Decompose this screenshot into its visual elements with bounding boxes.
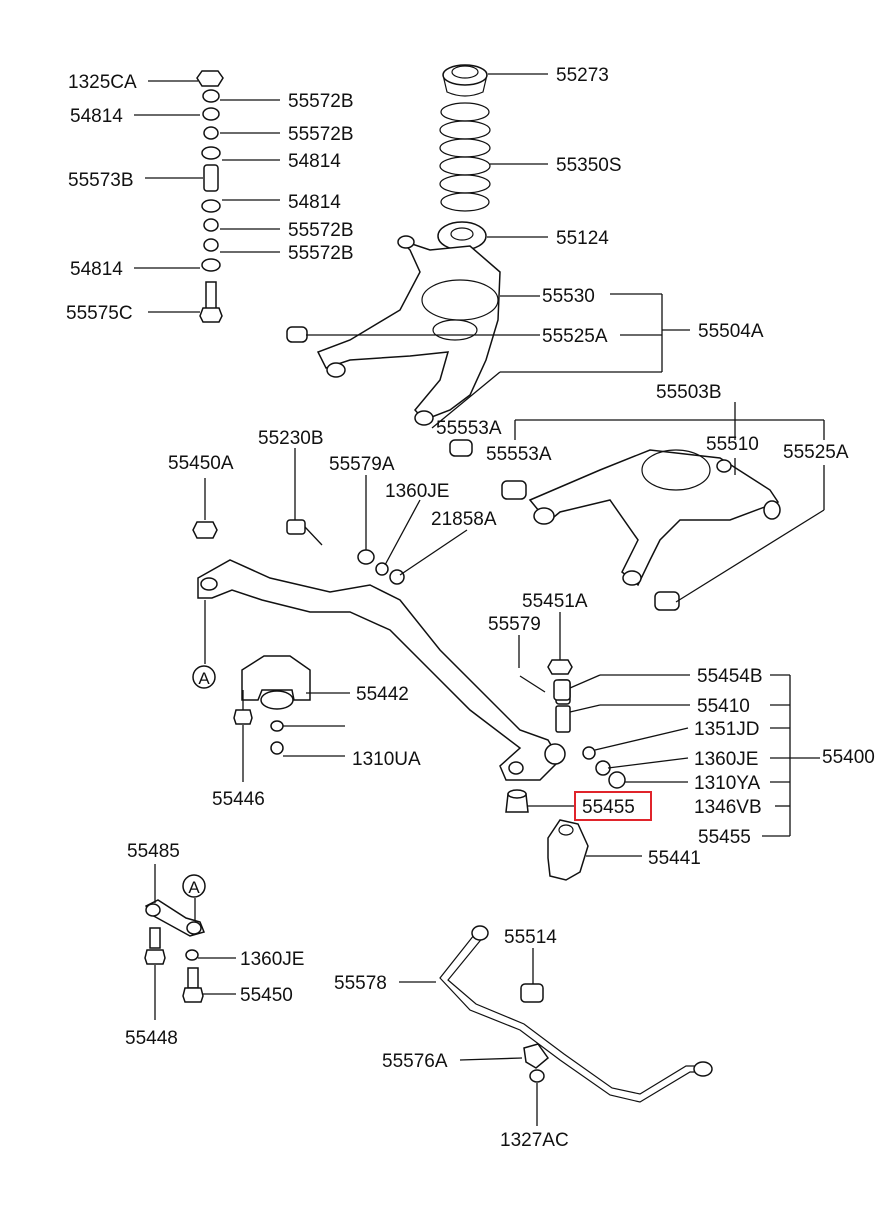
part-label[interactable]: 55514 [504, 927, 557, 948]
crossmember-part [197, 559, 571, 781]
highlighted-part-frame [574, 791, 652, 821]
part-label[interactable]: 55446 [212, 789, 265, 810]
part-label[interactable]: 55525A [783, 442, 849, 463]
highlighted-part-label[interactable]: 55455 [582, 797, 635, 818]
bolt-stack-part [196, 70, 224, 323]
stabilizer-bar-part [439, 925, 713, 1103]
part-label[interactable]: 1360JE [385, 481, 449, 502]
part-label[interactable]: 55451A [522, 591, 588, 612]
part-label[interactable]: 55572B [288, 124, 354, 145]
part-label[interactable]: 55578 [334, 973, 387, 994]
part-label[interactable]: 54814 [288, 151, 341, 172]
part-label[interactable]: 1360JE [240, 949, 304, 970]
part-label[interactable]: 55572B [288, 91, 354, 112]
part-label[interactable]: 55124 [556, 228, 609, 249]
part-label[interactable]: 55230B [258, 428, 324, 449]
part-label[interactable]: 55273 [556, 65, 609, 86]
part-label[interactable]: 1325CA [68, 72, 137, 93]
bracket-55442-part [233, 655, 311, 755]
part-label[interactable]: 1351JD [694, 719, 760, 740]
part-label[interactable]: 1310YA [694, 773, 761, 794]
callout-letter: A [188, 878, 200, 897]
small-fasteners-part [192, 519, 626, 813]
part-label[interactable]: 54814 [288, 192, 341, 213]
part-label[interactable]: 21858A [431, 509, 497, 530]
trailing-arm-lower-part [449, 439, 781, 611]
part-label[interactable]: 55576A [382, 1051, 448, 1072]
part-label[interactable]: 1346VB [694, 797, 762, 818]
callout-a-link: A [182, 874, 206, 898]
part-label[interactable]: 54814 [70, 106, 123, 127]
link-55485-part [144, 899, 206, 1003]
part-label[interactable]: 55504A [698, 321, 764, 342]
part-label[interactable]: 55525A [542, 326, 608, 347]
part-label[interactable]: 55448 [125, 1028, 178, 1049]
part-label[interactable]: 55572B [288, 243, 354, 264]
part-label[interactable]: 55455 [698, 827, 751, 848]
part-label[interactable]: 55450A [168, 453, 234, 474]
part-label[interactable]: 55573B [68, 170, 134, 191]
part-label[interactable]: 55485 [127, 841, 180, 862]
part-label[interactable]: 55410 [697, 696, 750, 717]
part-label[interactable]: 55572B [288, 220, 354, 241]
callout-letter: A [198, 669, 210, 688]
part-label[interactable]: 55579 [488, 614, 541, 635]
part-label[interactable]: 1327AC [500, 1130, 569, 1151]
part-label[interactable]: 55553A [436, 418, 502, 439]
bracket-55441-part [547, 819, 589, 881]
part-label[interactable]: 1310UA [352, 749, 421, 770]
part-label[interactable]: 55441 [648, 848, 701, 869]
part-label[interactable]: 55442 [356, 684, 409, 705]
part-label[interactable]: 54814 [70, 259, 123, 280]
part-label[interactable]: 55575C [66, 303, 133, 324]
part-label[interactable]: 55503B [656, 382, 722, 403]
callout-a-crossmember: A [192, 665, 216, 689]
part-label[interactable]: 55510 [706, 434, 759, 455]
part-label[interactable]: 55579A [329, 454, 395, 475]
part-label[interactable]: 55553A [486, 444, 552, 465]
part-label[interactable]: 55530 [542, 286, 595, 307]
part-label[interactable]: 55400 [822, 747, 875, 768]
part-label[interactable]: 55450 [240, 985, 293, 1006]
part-label[interactable]: 1360JE [694, 749, 758, 770]
trailing-arm-upper-part [286, 235, 501, 426]
part-labels: 1325CA 54814 55572B 55572B 54814 55573B … [66, 65, 875, 1151]
part-label[interactable]: 55350S [556, 155, 622, 176]
leader-lines [134, 73, 825, 1126]
spring-assembly-part [437, 64, 491, 251]
part-label[interactable]: 55454B [697, 666, 763, 687]
